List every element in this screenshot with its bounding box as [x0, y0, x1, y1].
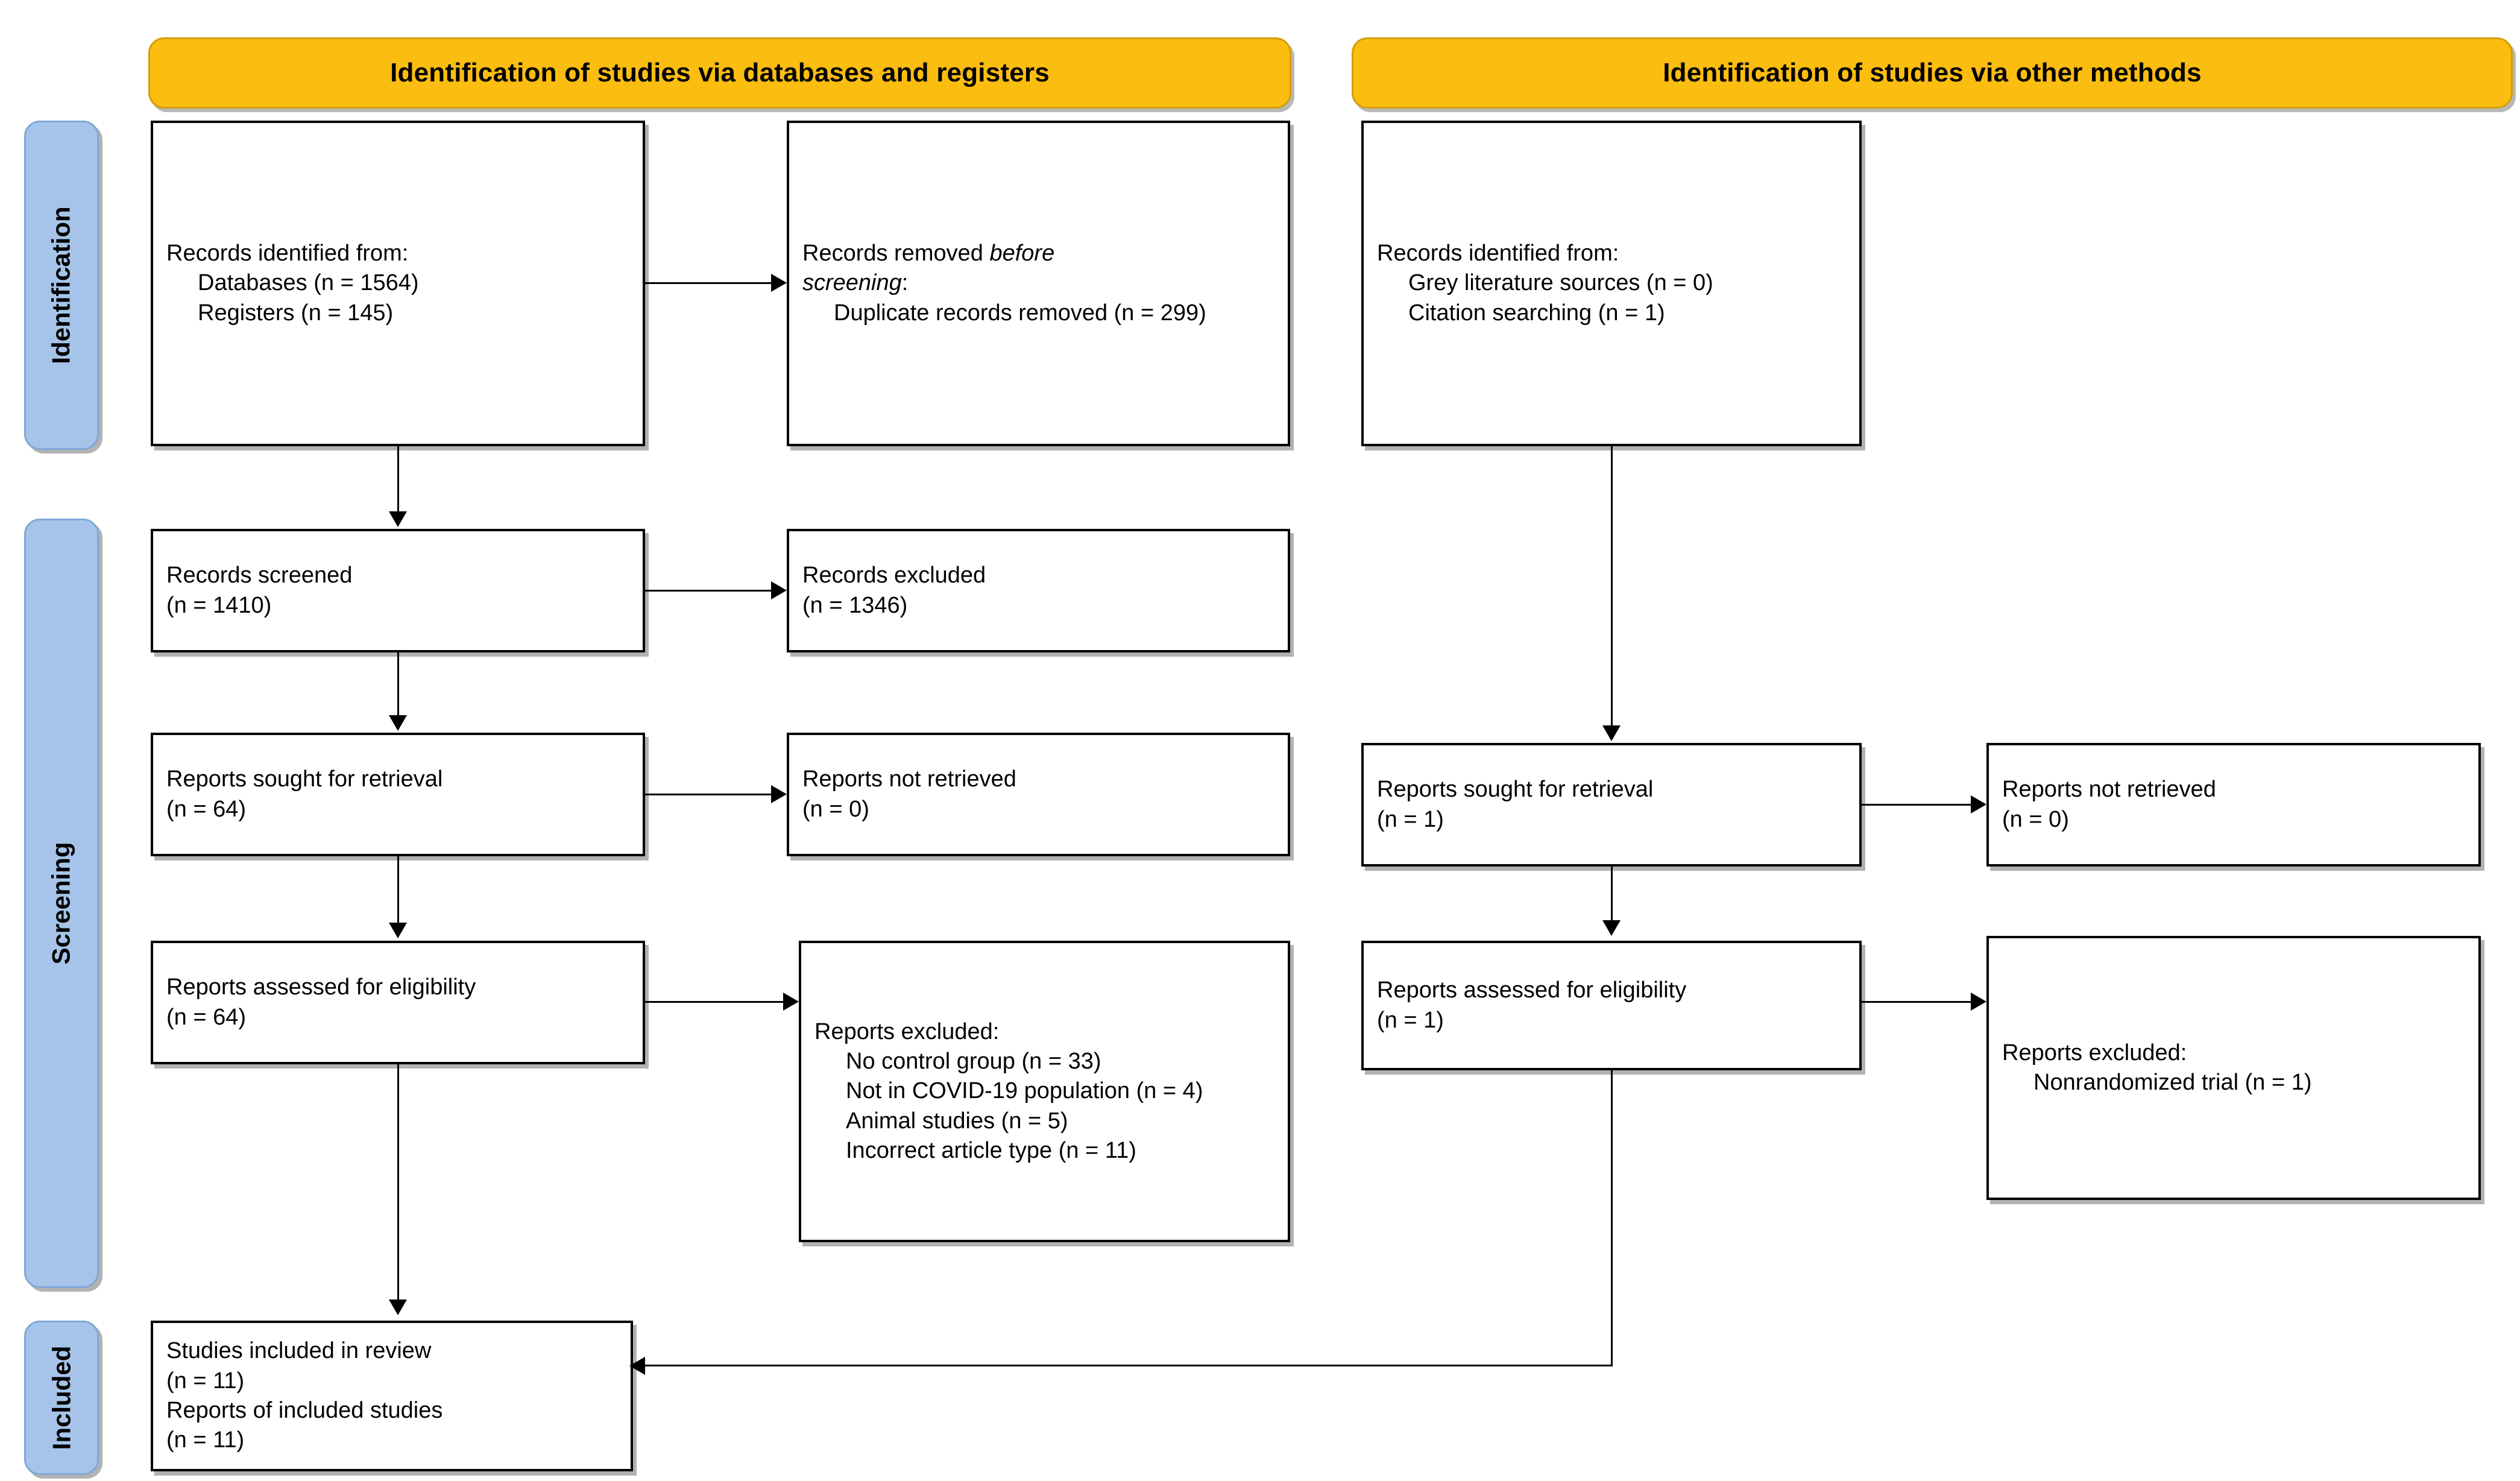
box-records-excluded: Records excluded (n = 1346): [787, 529, 1290, 652]
reports-excluded-other-title: Reports excluded:: [2002, 1040, 2187, 1066]
arrowhead-other-identified-to-sought: [1602, 725, 1621, 741]
box-reports-not-retrieved-databases: Reports not retrieved (n = 0): [787, 733, 1290, 856]
connector-sought-to-assessed: [397, 856, 399, 923]
reports-not-retrieved-other-count: (n = 0): [2002, 806, 2069, 832]
arrowhead-other-assessed-to-included: [629, 1357, 645, 1375]
records-identified-db-line2: Databases (n = 1564): [198, 270, 419, 296]
reports-excluded-db-reason-3: Animal studies (n = 5): [846, 1108, 1068, 1134]
records-identified-other-line3: Citation searching (n = 1): [1408, 300, 1665, 326]
connector-other-assessed-to-excluded: [1862, 1001, 1973, 1003]
records-screened-label: Records screened: [166, 563, 353, 589]
box-reports-assessed-databases: Reports assessed for eligibility (n = 64…: [151, 941, 645, 1064]
reports-sought-db-label: Reports sought for retrieval: [166, 766, 443, 792]
records-removed-screening-emph: screening: [802, 270, 902, 296]
reports-sought-db-count: (n = 64): [166, 796, 247, 822]
arrowhead-identified-to-screened: [389, 511, 407, 527]
box-studies-included: Studies included in review (n = 11) Repo…: [151, 1321, 633, 1471]
connector-identified-to-removed: [645, 282, 773, 284]
records-identified-db-line1: Records identified from:: [166, 240, 409, 266]
box-records-identified-databases: Records identified from: Databases (n = …: [151, 121, 645, 446]
arrowhead-other-sought-to-not-retrieved: [1971, 795, 1986, 813]
box-reports-excluded-databases: Reports excluded: No control group (n = …: [799, 941, 1290, 1242]
reports-assessed-db-count: (n = 64): [166, 1004, 247, 1030]
connector-other-sought-to-not-retrieved: [1862, 804, 1973, 806]
connector-other-assessed-to-included-vertical: [1611, 1070, 1613, 1366]
reports-not-retrieved-db-count: (n = 0): [802, 796, 869, 822]
stage-label-screening: Screening: [24, 519, 99, 1288]
records-identified-db-line3: Registers (n = 145): [198, 300, 394, 326]
box-reports-sought-databases: Reports sought for retrieval (n = 64): [151, 733, 645, 856]
arrowhead-identified-to-removed: [771, 274, 787, 292]
records-removed-duplicates: Duplicate records removed (n = 299): [834, 300, 1206, 326]
connector-other-assessed-to-included-horizontal: [645, 1365, 1613, 1366]
arrowhead-other-assessed-to-excluded: [1971, 993, 1986, 1011]
connector-identified-to-screened: [397, 446, 399, 513]
records-screened-count: (n = 1410): [166, 592, 272, 618]
arrowhead-assessed-to-included: [389, 1299, 407, 1315]
records-removed-line1: Records removed: [802, 240, 990, 266]
reports-included-label: Reports of included studies: [166, 1398, 443, 1423]
connector-other-sought-to-assessed: [1611, 867, 1613, 921]
header-other-methods-label: Identification of studies via other meth…: [1663, 58, 2202, 87]
stage-label-identification-text: Identification: [47, 206, 75, 364]
reports-sought-other-label: Reports sought for retrieval: [1377, 777, 1654, 803]
arrowhead-screened-to-sought: [389, 715, 407, 731]
connector-sought-to-not-retrieved: [645, 794, 773, 795]
reports-not-retrieved-db-label: Reports not retrieved: [802, 766, 1016, 792]
arrowhead-screened-to-excluded: [771, 581, 787, 599]
header-databases-registers: Identification of studies via databases …: [148, 37, 1291, 109]
arrowhead-other-sought-to-assessed: [1602, 920, 1621, 936]
box-records-identified-other: Records identified from: Grey literature…: [1361, 121, 1862, 446]
connector-screened-to-excluded: [645, 590, 773, 592]
box-reports-excluded-other: Reports excluded: Nonrandomized trial (n…: [1986, 936, 2481, 1200]
studies-included-label: Studies included in review: [166, 1338, 432, 1364]
stage-label-included: Included: [24, 1321, 99, 1475]
connector-screened-to-sought: [397, 652, 399, 716]
records-excluded-count: (n = 1346): [802, 592, 908, 618]
reports-sought-other-count: (n = 1): [1377, 806, 1444, 832]
reports-assessed-db-label: Reports assessed for eligibility: [166, 974, 476, 1000]
stage-label-included-text: Included: [47, 1345, 75, 1450]
records-removed-colon: :: [901, 270, 909, 296]
records-removed-before-emph: before: [989, 240, 1055, 266]
connector-assessed-to-included: [397, 1064, 399, 1301]
records-identified-other-line2: Grey literature sources (n = 0): [1408, 270, 1713, 296]
reports-assessed-other-count: (n = 1): [1377, 1007, 1444, 1033]
box-reports-not-retrieved-other: Reports not retrieved (n = 0): [1986, 743, 2481, 867]
arrowhead-sought-to-not-retrieved: [771, 785, 787, 803]
reports-excluded-db-reason-1: No control group (n = 33): [846, 1048, 1101, 1074]
connector-assessed-to-excluded: [645, 1001, 785, 1003]
reports-assessed-other-label: Reports assessed for eligibility: [1377, 977, 1687, 1003]
arrowhead-sought-to-assessed: [389, 923, 407, 938]
stage-label-screening-text: Screening: [47, 842, 76, 965]
reports-not-retrieved-other-label: Reports not retrieved: [2002, 777, 2216, 803]
reports-included-count: (n = 11): [166, 1427, 245, 1453]
connector-other-identified-to-sought: [1611, 446, 1613, 727]
box-reports-sought-other: Reports sought for retrieval (n = 1): [1361, 743, 1862, 867]
reports-excluded-db-reason-4: Incorrect article type (n = 11): [846, 1138, 1136, 1164]
box-records-screened: Records screened (n = 1410): [151, 529, 645, 652]
arrowhead-assessed-to-excluded: [783, 993, 799, 1011]
studies-included-count: (n = 11): [166, 1368, 245, 1394]
stage-label-identification: Identification: [24, 121, 99, 450]
reports-excluded-other-reason-1: Nonrandomized trial (n = 1): [2033, 1070, 2312, 1095]
records-identified-other-line1: Records identified from:: [1377, 240, 1619, 266]
records-excluded-label: Records excluded: [802, 563, 986, 589]
box-records-removed-before-screening: Records removed before screening: Duplic…: [787, 121, 1290, 446]
reports-excluded-db-reason-2: Not in COVID-19 population (n = 4): [846, 1078, 1203, 1104]
header-other-methods: Identification of studies via other meth…: [1352, 37, 2513, 109]
box-reports-assessed-other: Reports assessed for eligibility (n = 1): [1361, 941, 1862, 1070]
reports-excluded-db-title: Reports excluded:: [814, 1018, 1000, 1044]
header-databases-registers-label: Identification of studies via databases …: [390, 58, 1050, 87]
